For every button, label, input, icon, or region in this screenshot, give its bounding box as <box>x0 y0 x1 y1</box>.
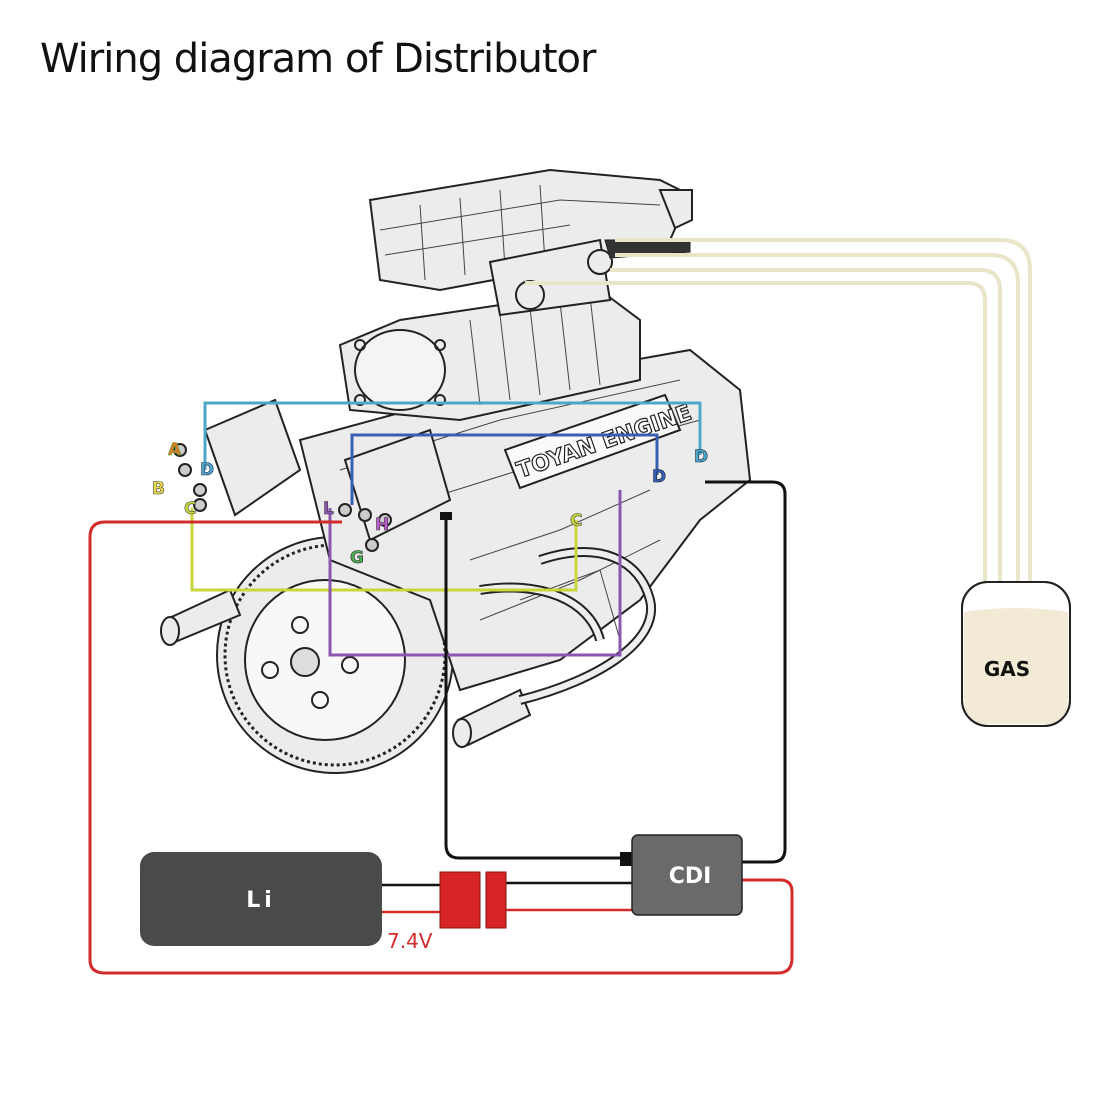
plug-label-d-right-1: D <box>652 467 666 487</box>
battery-voltage-label: 7.4V <box>387 929 433 953</box>
loop-blue <box>350 433 659 505</box>
plug-label-d-right-2: D <box>694 447 708 467</box>
plug-label-g: G <box>350 548 364 568</box>
fuel-lines <box>525 238 1032 610</box>
plug-label-c-left: C <box>184 499 196 519</box>
red-wire-loop <box>88 520 794 975</box>
cdi-module: CDI <box>631 834 743 916</box>
gas-tank: GAS <box>961 581 1071 727</box>
loop-purple <box>328 490 622 657</box>
battery: Li 7.4V <box>140 852 433 953</box>
plug-label-c-right: C <box>570 511 582 531</box>
plug-label-b: B <box>152 479 165 499</box>
plug-label-a: A <box>168 440 182 460</box>
plug-label-h: H <box>375 515 389 535</box>
plug-label-d-left: D <box>200 460 214 480</box>
battery-label: Li <box>246 888 276 913</box>
spark-plugs <box>173 443 392 552</box>
valve-cover <box>503 393 682 490</box>
plug-label-l: L <box>323 499 334 519</box>
battery-connector <box>439 871 507 929</box>
electrical-wiring <box>88 480 794 975</box>
distributor-loops <box>190 401 702 657</box>
black-wire-sensor <box>444 512 632 860</box>
loop-yellow <box>190 508 578 592</box>
loop-cyan <box>203 401 702 470</box>
plug-labels: A B C D L H G C D D <box>152 440 709 569</box>
page-title: Wiring diagram of Distributor <box>40 36 596 82</box>
cdi-label: CDI <box>669 864 712 889</box>
black-wire-distributor <box>705 480 787 864</box>
gas-tank-label: GAS <box>984 657 1030 681</box>
left-cylinder <box>203 398 302 517</box>
